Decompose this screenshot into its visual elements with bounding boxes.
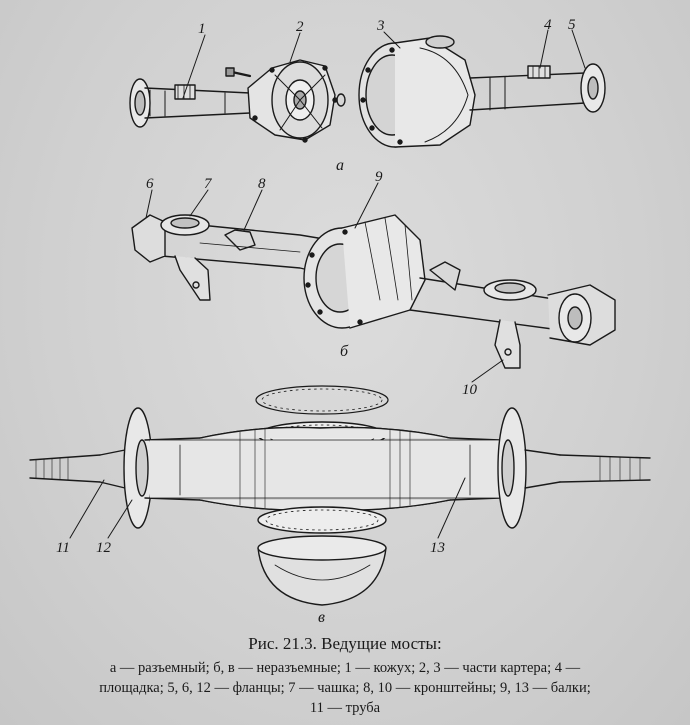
figure-caption: Рис. 21.3. Ведущие мосты: xyxy=(248,634,442,653)
split-axle-assembly xyxy=(129,35,606,148)
sub-label-a: а xyxy=(336,157,344,174)
label-5: 5 xyxy=(568,17,576,33)
label-3: 3 xyxy=(376,18,385,34)
welded-axle-assembly xyxy=(29,385,651,606)
legend-line-2: площадка; 5, 6, 12 — фланцы; 7 — чашка; … xyxy=(99,680,591,696)
sub-label-b: б xyxy=(340,343,349,360)
label-9: 9 xyxy=(375,169,383,185)
part-labels-c: 11 12 13 xyxy=(56,540,445,556)
carrier-half-left xyxy=(225,59,346,143)
figure-legend: а — разъемный; б, в — неразъемные; 1 — к… xyxy=(10,658,680,718)
label-12: 12 xyxy=(96,540,112,556)
left-axle-housing xyxy=(129,78,251,128)
legend-line-1: а — разъемный; б, в — неразъемные; 1 — к… xyxy=(109,660,581,676)
part-labels-b: 6 7 8 9 10 xyxy=(146,169,478,398)
part-labels-a: 1 2 3 4 5 xyxy=(198,17,576,37)
banjo-axle-assembly xyxy=(131,214,616,369)
label-13: 13 xyxy=(430,540,445,556)
label-6: 6 xyxy=(146,176,154,192)
label-10: 10 xyxy=(462,382,478,398)
carrier-half-right xyxy=(358,35,476,148)
label-7: 7 xyxy=(204,176,213,192)
sub-label-c: в xyxy=(318,609,325,626)
label-11: 11 xyxy=(56,540,70,556)
legend-line-3: 11 — труба xyxy=(309,700,381,716)
label-2: 2 xyxy=(296,19,304,35)
label-1: 1 xyxy=(198,21,206,37)
drive-axles-figure: 1 2 3 4 5 6 7 8 9 10 11 12 13 а б в xyxy=(29,17,651,626)
label-8: 8 xyxy=(258,176,266,192)
sub-figure-labels: а б в xyxy=(318,157,349,626)
label-4: 4 xyxy=(544,17,552,33)
right-axle-housing xyxy=(469,63,606,113)
